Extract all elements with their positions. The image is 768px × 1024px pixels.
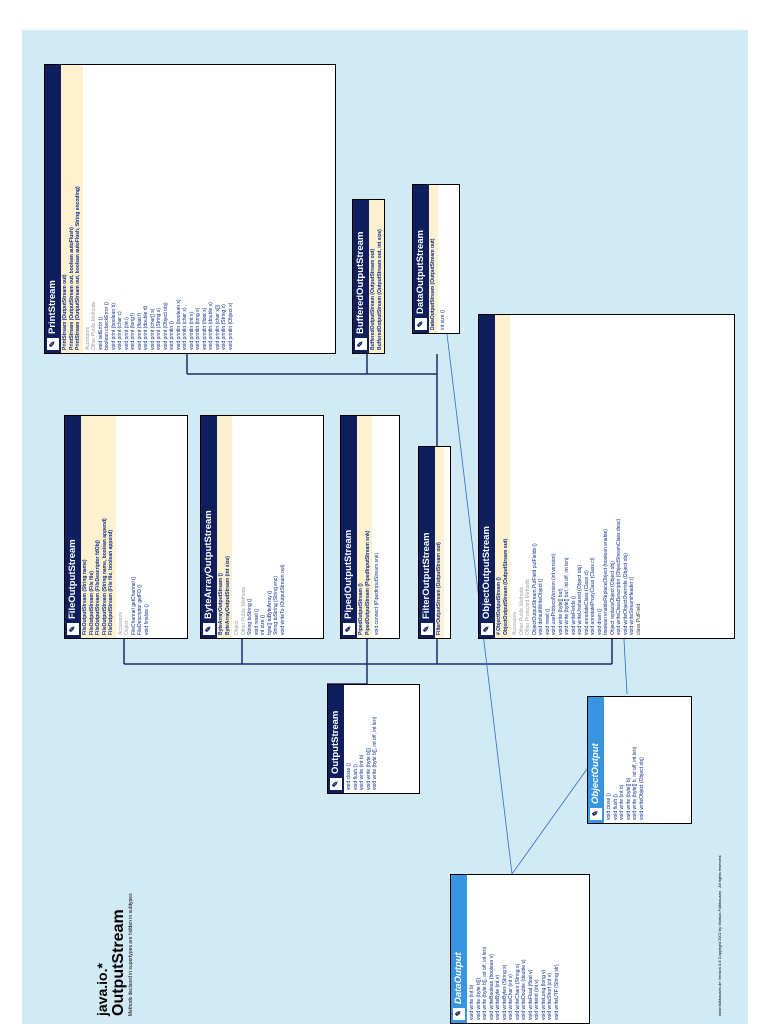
class-title: DataOutput: [452, 952, 464, 1004]
class-icon: ✎: [47, 338, 59, 350]
constructors: FilterOutputStream (OutputStream out): [435, 447, 444, 638]
constructor[interactable]: PrintStream (OutputStream out, boolean a…: [75, 186, 81, 350]
class-header: ✎ PrintStream: [45, 65, 61, 353]
class-icon: ✎: [67, 623, 79, 635]
class-title: OutputStream: [329, 710, 341, 774]
constructors: ByteArrayOutputStream ()ByteArrayOutputS…: [217, 416, 232, 638]
constructors: BufferedOutputStream (OutputStream out)B…: [369, 200, 384, 353]
members: [444, 447, 448, 638]
class-title: DataOutputStream: [414, 230, 426, 314]
method[interactable]: void writeObject (Object obj): [638, 757, 645, 820]
members: [384, 200, 385, 353]
class-icon: ✎: [203, 623, 215, 635]
inner-class[interactable]: class PutField: [635, 603, 642, 635]
members: void connect (PipedInputStream snk): [372, 416, 383, 638]
class-header: ✎ ByteArrayOutputStream: [201, 416, 217, 638]
method[interactable]: void connect (PipedInputStream snk): [374, 553, 380, 635]
class-title: ByteArrayOutputStream: [202, 510, 214, 619]
class-header: ✎ ObjectOutput: [588, 697, 604, 823]
constructor[interactable]: FileOutputStream (File file, boolean app…: [108, 529, 114, 635]
class-header: ✎ BufferedOutputStream: [353, 200, 369, 353]
class-icon: ✎: [330, 778, 342, 790]
diagram-stage: java.io.* OutputStream Methods declared …: [22, 30, 748, 1024]
class-icon: ✎: [421, 623, 433, 635]
method[interactable]: void write (byte b[], int off, int len): [372, 716, 378, 790]
title-note: Methods declared in supertypes are hidde…: [128, 893, 134, 1016]
constructors: FileOutputStream (String name)FileOutput…: [81, 416, 116, 638]
class-icon: ✎: [453, 1008, 465, 1020]
class-title: ObjectOutputStream: [480, 526, 492, 619]
class-title: FileOutputStream: [66, 539, 78, 619]
constructors: # ObjectOutputStream ()ObjectOutputStrea…: [495, 315, 510, 638]
package-title: java.io.*: [94, 963, 110, 1016]
class-header: ✎ DataOutput: [451, 875, 467, 1023]
method[interactable]: void println (Object x): [227, 302, 234, 350]
class-title: OutputStream: [110, 909, 127, 1016]
constructor[interactable]: DataOutputStream (OutputStream out): [430, 238, 436, 330]
method[interactable]: void finalize (): [143, 604, 150, 635]
class-title: FilterOutputStream: [420, 532, 432, 619]
diagram-page: java.io.* OutputStream Methods declared …: [22, 30, 748, 1024]
class-dataoutputstream[interactable]: ✎ DataOutputStream DataOutputStream (Outpu…: [412, 184, 460, 334]
constructor[interactable]: ByteArrayOutputStream (int size): [224, 556, 231, 635]
class-title: PipedOutputStream: [342, 529, 354, 619]
class-header: ✎ FileOutputStream: [65, 416, 81, 638]
class-header: ✎ ObjectOutputStream: [479, 315, 495, 638]
members: void close ()void flush ()void write (in…: [344, 685, 381, 793]
method[interactable]: void writeTo (OutputStream out): [279, 564, 286, 635]
class-icon: ✎: [355, 338, 367, 350]
title-block: java.io.* OutputStream Methods declared …: [94, 893, 134, 1016]
constructors: PrintStream (OutputStream out)PrintStrea…: [61, 65, 83, 353]
class-title: PrintStream: [46, 280, 58, 334]
class-filteroutputstream[interactable]: ✎ FilterOutputStream FilterOutputStream (O…: [418, 446, 451, 639]
class-header: ✎ DataOutputStream: [413, 185, 429, 333]
constructor[interactable]: BufferedOutputStream (OutputStream out, …: [376, 229, 383, 350]
constructor[interactable]: ObjectOutputStream (OutputStream out): [502, 538, 509, 635]
constructors: DataOutputStream (OutputStream out): [429, 185, 438, 333]
class-title: ObjectOutput: [589, 743, 601, 804]
members: void write (int b)void write (byte b[])v…: [467, 875, 562, 1023]
method[interactable]: void writeUTF (String str): [553, 964, 560, 1020]
members: void close ()void flush ()void write (in…: [604, 697, 647, 823]
class-icon: ✎: [343, 623, 355, 635]
constructor[interactable]: PipedOutputStream (PipedInputStream snk): [364, 530, 371, 635]
method[interactable]: int size (): [439, 309, 446, 330]
class-header: ✎ PipedOutputStream: [341, 416, 357, 638]
copyright-footer: www.falkhausen.de Version 0.8 Copyright …: [717, 854, 722, 1016]
constructor[interactable]: FilterOutputStream (OutputStream out): [436, 542, 442, 635]
class-header: ✎ OutputStream: [328, 685, 344, 793]
members: int size (): [438, 185, 449, 333]
class-title: BufferedOutputStream: [354, 231, 366, 334]
class-icon: ✎: [415, 318, 427, 330]
class-icon: ✎: [481, 623, 493, 635]
class-objectoutputstream[interactable]: ✎ ObjectOutputStream# ObjectOutputStream …: [478, 314, 735, 639]
class-header: ✎ FilterOutputStream: [419, 447, 435, 638]
class-icon: ✎: [590, 808, 602, 820]
constructors: PipedOutputStream ()PipedOutputStream (P…: [357, 416, 372, 638]
